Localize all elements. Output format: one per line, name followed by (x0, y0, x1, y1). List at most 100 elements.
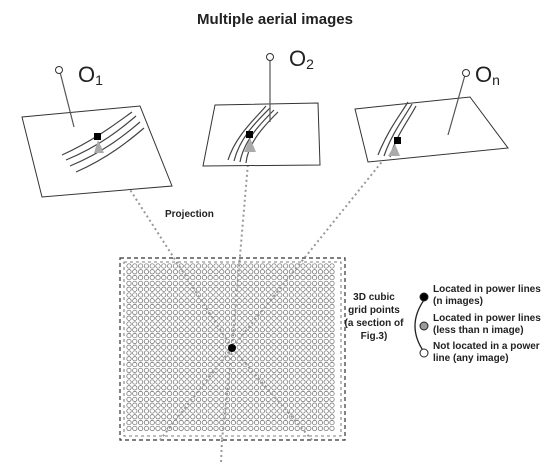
grid-point (312, 263, 318, 269)
grid-point (184, 333, 190, 339)
grid-point (149, 275, 155, 281)
grid-point (294, 269, 300, 275)
grid-point (196, 304, 202, 310)
grid-point (207, 327, 213, 333)
grid-point (242, 373, 248, 379)
grid-point (306, 333, 312, 339)
grid-point (143, 263, 149, 269)
grid-point (236, 280, 242, 286)
grid-point (254, 362, 260, 368)
grid-point (306, 408, 312, 414)
grid-point (288, 379, 294, 385)
grid-point (271, 367, 277, 373)
grid-point (277, 385, 283, 391)
grid-point (317, 379, 323, 385)
grid-point (271, 350, 277, 356)
grid-point (167, 263, 173, 269)
grid-point (317, 402, 323, 408)
grid-point (219, 309, 225, 315)
grid-point (213, 379, 219, 385)
grid-point (207, 344, 213, 350)
grid-point (283, 391, 289, 397)
grid-point (149, 292, 155, 298)
grid-point (294, 385, 300, 391)
grid-point (317, 367, 323, 373)
grid-point (132, 396, 138, 402)
camera-2-icon (266, 53, 274, 61)
grid-point (138, 396, 144, 402)
grid-point (288, 362, 294, 368)
image-plane-2-power-lines (227, 105, 279, 164)
grid-point (167, 344, 173, 350)
grid-point (201, 408, 207, 414)
grid-point (317, 315, 323, 321)
grid-point (178, 391, 184, 397)
grid-point (207, 414, 213, 420)
grid-point (143, 315, 149, 321)
grid-point (155, 269, 161, 275)
grid-point (248, 263, 254, 269)
grid-point (138, 269, 144, 275)
grid-point (161, 280, 167, 286)
grid-point (213, 425, 219, 431)
grid-point (155, 338, 161, 344)
grid-point (132, 367, 138, 373)
grid-point (230, 269, 236, 275)
grid-point (294, 292, 300, 298)
grid-point (329, 275, 335, 281)
grid-point (219, 373, 225, 379)
grid-point (329, 309, 335, 315)
grid-point (306, 298, 312, 304)
grid-point (283, 338, 289, 344)
image-plane-n-projection-marker (388, 144, 400, 156)
camera-2-label: O2 (289, 46, 314, 72)
grid-point (248, 356, 254, 362)
grid-point (323, 373, 329, 379)
grid-point (155, 402, 161, 408)
grid-point (167, 362, 173, 368)
grid-point (259, 321, 265, 327)
grid-point (312, 367, 318, 373)
grid-point (184, 373, 190, 379)
grid-point (167, 373, 173, 379)
grid-point (138, 356, 144, 362)
grid-point (201, 391, 207, 397)
grid-point (317, 321, 323, 327)
grid-point (248, 385, 254, 391)
grid-point (236, 414, 242, 420)
grid-point (300, 414, 306, 420)
grid-point (225, 275, 231, 281)
grid-point (207, 298, 213, 304)
grid-point (236, 367, 242, 373)
grid-point (167, 385, 173, 391)
grid-point (149, 304, 155, 310)
grid-point (300, 391, 306, 397)
grid-point (132, 269, 138, 275)
grid-point (242, 275, 248, 281)
grid-point (230, 286, 236, 292)
grid-point (294, 402, 300, 408)
grid-point (265, 280, 271, 286)
grid-point (242, 356, 248, 362)
grid-point (149, 367, 155, 373)
grid-point (300, 367, 306, 373)
grid-point (225, 309, 231, 315)
grid-point (167, 367, 173, 373)
grid-point (265, 298, 271, 304)
grid-point (178, 356, 184, 362)
grid-point (155, 327, 161, 333)
grid-point (207, 275, 213, 281)
grid-point (219, 315, 225, 321)
grid-point (317, 344, 323, 350)
grid-point (201, 333, 207, 339)
grid-point (161, 315, 167, 321)
grid-point (300, 362, 306, 368)
grid-point (288, 263, 294, 269)
grid-point (294, 362, 300, 368)
svg-text:(less than n image): (less than n image) (433, 325, 524, 336)
grid-point (138, 333, 144, 339)
grid-point (213, 420, 219, 426)
grid-point (155, 315, 161, 321)
grid-point (126, 350, 132, 356)
grid-point (306, 280, 312, 286)
